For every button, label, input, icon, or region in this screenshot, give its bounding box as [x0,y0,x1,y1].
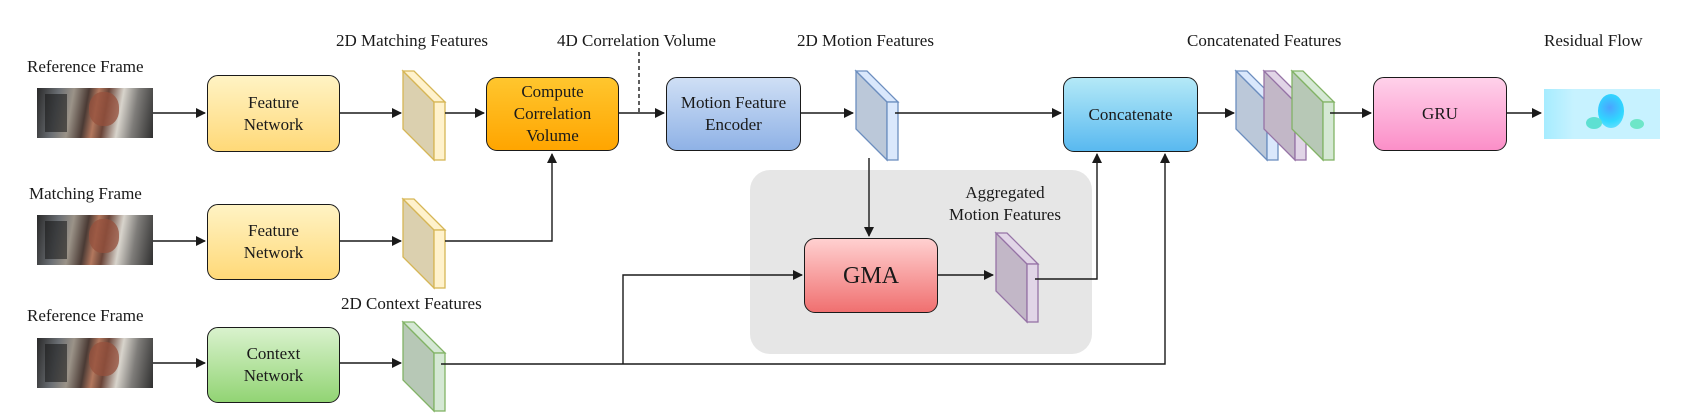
matching-feature-slab-2 [401,197,447,290]
residual-flow-image [1544,89,1660,139]
motion-features-label: 2D Motion Features [797,31,934,50]
context-feature-slab [401,320,447,413]
concatenated-features-label: Concatenated Features [1187,31,1342,50]
edge-aggregated-slab-to-concat [1035,153,1102,280]
correlation-volume-label: 4D Correlation Volume [557,31,716,50]
aggregated-features-label-line1: Aggregated [965,183,1045,202]
reference-frame-bottom-label: Reference Frame [27,306,144,325]
concatenate-box: Concatenate [1063,77,1198,152]
gma-box: GMA [804,238,938,313]
context-features-label: 2D Context Features [341,294,482,313]
residual-flow-label: Residual Flow [1544,31,1643,50]
reference-frame-image-bottom [37,338,153,388]
matching-features-label: 2D Matching Features [336,31,489,50]
matching-feature-slab-1 [401,69,447,162]
edge-context-to-gma [622,270,803,364]
concat-slab-green [1290,69,1336,162]
edge-slab-2-to-correlation [445,153,557,242]
matching-frame-image [37,215,153,265]
motion-feature-slab [854,69,900,162]
reference-frame-image-top [37,88,153,138]
reference-frame-top-label: Reference Frame [27,57,144,76]
aggregated-features-label-line2: Motion Features [949,205,1061,224]
aggregated-feature-slab [994,231,1040,324]
edge-context-slab-to-concat [441,153,1170,365]
gru-box: GRU [1373,77,1507,151]
matching-frame-label: Matching Frame [29,184,142,203]
